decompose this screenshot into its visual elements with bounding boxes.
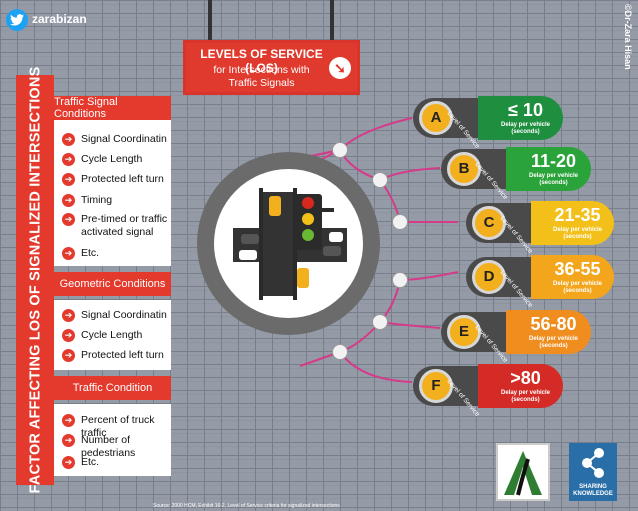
los-badge bbox=[472, 260, 506, 294]
los-value: >80 bbox=[510, 368, 541, 388]
section-heading-signal: Traffic Signal Conditions bbox=[54, 96, 171, 120]
list-item: ➔Cycle Length bbox=[62, 153, 142, 166]
los-row-a: A Level of Service ≤ 10 Delay per vehicl… bbox=[413, 96, 563, 150]
connector-dot bbox=[332, 142, 348, 158]
arrow-right-icon: ➔ bbox=[62, 414, 75, 427]
los-badge bbox=[419, 369, 453, 403]
connector-dot bbox=[392, 214, 408, 230]
los-value: 56-80 bbox=[530, 314, 577, 334]
los-letter: B bbox=[458, 160, 470, 177]
section-heading-traffic: Traffic Condition bbox=[54, 376, 171, 400]
section-heading-geometric: Geometric Conditions bbox=[54, 272, 171, 296]
los-row-b: B Level of Service 11-20 Delay per vehic… bbox=[441, 147, 591, 201]
arrow-right-icon: ➔ bbox=[62, 194, 75, 207]
los-title-banner: LEVELS OF SERVICE (LOS) for Intersection… bbox=[183, 40, 360, 95]
los-delay: Delay per vehicle(seconds) bbox=[552, 281, 603, 294]
los-delay: Delay per vehicle(seconds) bbox=[528, 173, 579, 186]
los-letter: D bbox=[483, 268, 495, 285]
connector-dot bbox=[372, 172, 388, 188]
los-value-box bbox=[478, 96, 563, 140]
section-body-signal: ➔Signal Coordinatin ➔Cycle Length ➔Prote… bbox=[54, 120, 171, 266]
los-value: 36-55 bbox=[554, 259, 601, 279]
los-letter: E bbox=[458, 323, 469, 340]
list-item: ➔Signal Coordinatin bbox=[62, 133, 167, 146]
los-badge bbox=[419, 101, 453, 135]
connector-dot bbox=[372, 314, 388, 330]
list-item: ➔Timing bbox=[62, 194, 112, 207]
arrow-right-icon: ➔ bbox=[62, 247, 75, 260]
los-letter: A bbox=[430, 109, 442, 126]
arrow-right-icon: ➔ bbox=[62, 213, 75, 226]
list-item: ➔Number of pedestrians bbox=[62, 434, 171, 460]
los-letter: C bbox=[483, 214, 495, 231]
los-value-box bbox=[506, 310, 591, 354]
list-item: ➔Protected left turn bbox=[62, 349, 164, 362]
twitter-icon[interactable] bbox=[6, 9, 28, 31]
los-value-box bbox=[531, 201, 614, 245]
banner-subtitle-line2: Traffic Signals bbox=[228, 77, 295, 89]
los-delay: Delay per vehicle(seconds) bbox=[528, 336, 579, 349]
banner-hanger-left bbox=[208, 0, 212, 42]
los-row-d: D Level of Service 36-55 Delay per vehic… bbox=[466, 255, 614, 309]
arrow-right-icon: ➔ bbox=[62, 153, 75, 166]
list-item: ➔Cycle Length bbox=[62, 329, 142, 342]
los-delay: Delay per vehicle(seconds) bbox=[552, 227, 603, 240]
arrow-right-icon: ➔ bbox=[62, 309, 75, 322]
section-body-geometric: ➔Signal Coordinatin ➔Cycle Length ➔Prote… bbox=[54, 300, 171, 370]
los-letter: F bbox=[431, 377, 441, 394]
los-row-e: E Level of Service 56-80 Delay per vehic… bbox=[441, 310, 591, 364]
los-value-box bbox=[531, 255, 614, 299]
list-item: ➔Etc. bbox=[62, 247, 99, 260]
los-value: 11-20 bbox=[530, 151, 577, 171]
banner-hanger-right bbox=[330, 0, 334, 42]
share-icon[interactable] bbox=[569, 443, 617, 501]
road-logo bbox=[496, 443, 550, 501]
los-row-f: F Level of Service >80 Delay per vehicle… bbox=[413, 364, 563, 418]
factor-title-strip bbox=[16, 75, 54, 485]
connector-dot bbox=[392, 272, 408, 288]
arrow-right-icon: ➔ bbox=[62, 173, 75, 186]
arrow-right-icon: ➔ bbox=[62, 456, 75, 469]
connector-dot bbox=[332, 344, 348, 360]
arrow-right-icon: ➔ bbox=[62, 329, 75, 342]
twitter-handle[interactable]: zarabizan bbox=[32, 12, 87, 26]
list-item: ➔Etc. bbox=[62, 456, 99, 469]
banner-title: LEVELS OF SERVICE (LOS) bbox=[200, 47, 323, 75]
banner-subtitle-line1: for Intersections with bbox=[213, 64, 310, 76]
los-value: ≤ 10 bbox=[508, 100, 543, 120]
source-citation: Source: 2000 HCM, Exhibit 16-2, Level of… bbox=[153, 503, 340, 509]
intersection-illustration bbox=[233, 188, 347, 300]
list-item: ➔Signal Coordinatin bbox=[62, 309, 167, 322]
arrow-right-icon: ➔ bbox=[62, 133, 75, 146]
los-badge bbox=[447, 152, 481, 186]
los-delay: Delay per vehicle(seconds) bbox=[500, 122, 551, 135]
arrow-right-icon: ➔ bbox=[62, 349, 75, 362]
list-item: ➔Protected left turn bbox=[62, 173, 164, 186]
los-row-c: C Level of Service 21-35 Delay per vehic… bbox=[466, 201, 614, 255]
los-value: 21-35 bbox=[554, 205, 601, 225]
los-value-box bbox=[478, 364, 563, 408]
los-badge bbox=[447, 315, 481, 349]
down-arrow-icon: ➘ bbox=[329, 57, 351, 79]
los-delay: Delay per vehicle(seconds) bbox=[500, 390, 551, 403]
arrow-right-icon: ➔ bbox=[62, 434, 75, 447]
los-badge bbox=[472, 206, 506, 240]
list-item: ➔Percent of truck traffic bbox=[62, 414, 171, 440]
los-value-box bbox=[506, 147, 591, 191]
section-body-traffic: ➔Percent of truck traffic ➔Number of ped… bbox=[54, 404, 171, 476]
